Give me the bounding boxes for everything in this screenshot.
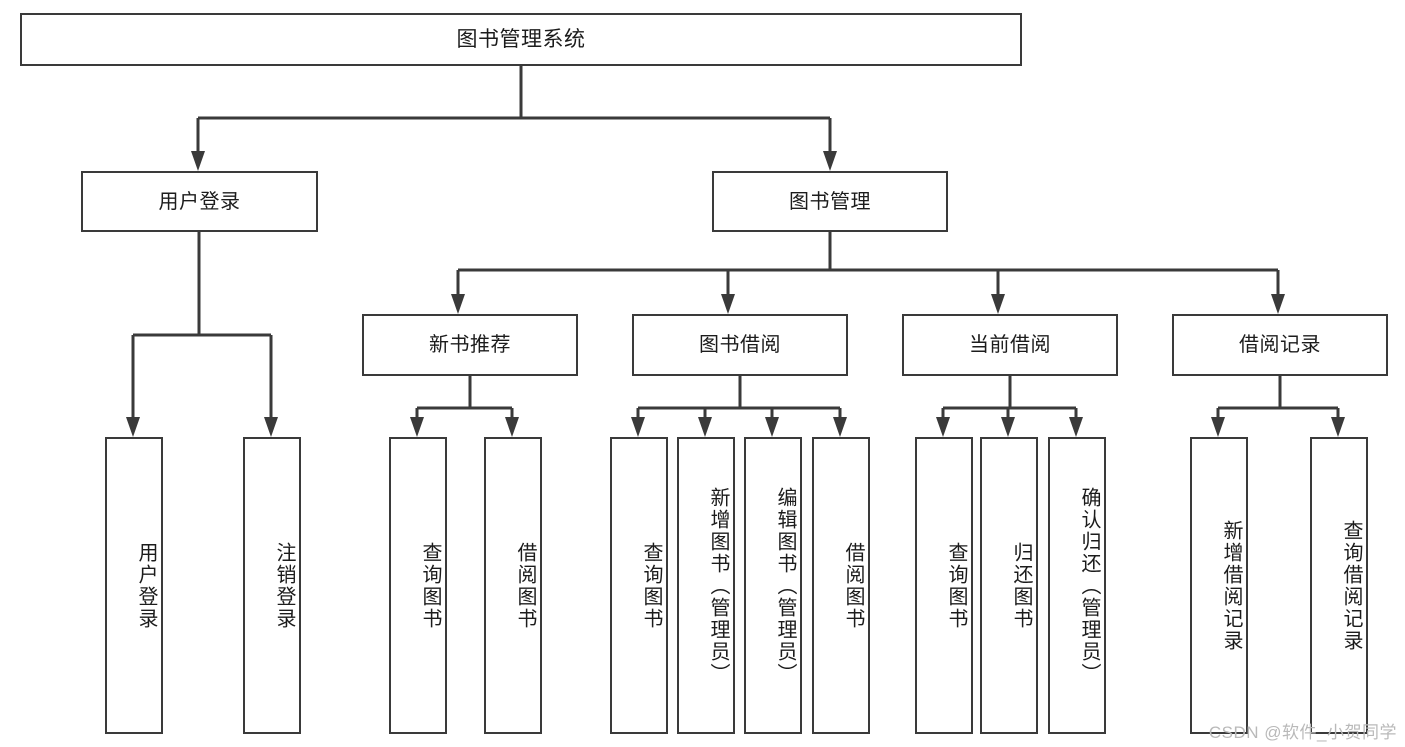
node-root[interactable]: 图书管理系统	[20, 13, 1022, 66]
node-l3-book_borrow-label: 图书借阅	[699, 334, 781, 356]
bus_book_borrow-arrowhead-2	[765, 417, 779, 437]
bus_current_borrow-arrowhead-1	[1001, 417, 1015, 437]
node-l3-current_borrow-label: 当前借阅	[969, 334, 1051, 356]
node-leaf-leaf_user_logout[interactable]: 注销登录	[243, 437, 301, 734]
node-leaf-leaf_return_book[interactable]: 归还图书	[980, 437, 1038, 734]
bus_book_manage-arrowhead-0	[451, 294, 465, 314]
bus_user_login-arrowhead-0	[126, 417, 140, 437]
bus_borrow_record-arrowhead-1	[1331, 417, 1345, 437]
node-leaf-leaf_query_book_3-label: 查询图书	[945, 541, 967, 630]
node-leaf-leaf_user_login-label: 用户登录	[135, 541, 157, 630]
bus_new_book_rec-arrowhead-0	[410, 417, 424, 437]
node-l2-book_manage-label: 图书管理	[789, 190, 871, 213]
node-leaf-leaf_confirm_return-label: 确认归还（管理员）	[1078, 486, 1100, 685]
node-leaf-leaf_query_book_1[interactable]: 查询图书	[389, 437, 447, 734]
node-leaf-leaf_query_book_1-label: 查询图书	[419, 541, 441, 630]
node-l2-book_manage[interactable]: 图书管理	[712, 171, 948, 232]
node-leaf-leaf_add_book-label: 新增图书（管理员）	[707, 486, 729, 685]
node-leaf-leaf_borrow_book_2[interactable]: 借阅图书	[812, 437, 870, 734]
node-l2-user_login[interactable]: 用户登录	[81, 171, 318, 232]
node-leaf-leaf_borrow_book_2-label: 借阅图书	[842, 541, 864, 630]
node-l3-current_borrow[interactable]: 当前借阅	[902, 314, 1118, 376]
node-leaf-leaf_user_login[interactable]: 用户登录	[105, 437, 163, 734]
bus_root-arrowhead-1	[823, 151, 837, 171]
node-leaf-leaf_edit_book[interactable]: 编辑图书（管理员）	[744, 437, 802, 734]
node-leaf-leaf_query_record[interactable]: 查询借阅记录	[1310, 437, 1368, 734]
node-leaf-leaf_borrow_book_1[interactable]: 借阅图书	[484, 437, 542, 734]
bus_book_manage-arrowhead-2	[991, 294, 1005, 314]
node-leaf-leaf_query_book_2[interactable]: 查询图书	[610, 437, 668, 734]
node-l3-new_book_rec-label: 新书推荐	[429, 334, 511, 356]
node-leaf-leaf_query_book_3[interactable]: 查询图书	[915, 437, 973, 734]
node-leaf-leaf_confirm_return[interactable]: 确认归还（管理员）	[1048, 437, 1106, 734]
node-leaf-leaf_borrow_book_1-label: 借阅图书	[514, 541, 536, 630]
node-leaf-leaf_add_record[interactable]: 新增借阅记录	[1190, 437, 1248, 734]
bus_new_book_rec-arrowhead-1	[505, 417, 519, 437]
bus_user_login-arrowhead-1	[264, 417, 278, 437]
bus_current_borrow-arrowhead-2	[1069, 417, 1083, 437]
bus_book_manage-arrowhead-1	[721, 294, 735, 314]
node-root-label: 图书管理系统	[456, 27, 586, 51]
node-l3-borrow_record[interactable]: 借阅记录	[1172, 314, 1388, 376]
node-leaf-leaf_user_logout-label: 注销登录	[273, 541, 295, 630]
bus_root-arrowhead-0	[191, 151, 205, 171]
node-leaf-leaf_add_book[interactable]: 新增图书（管理员）	[677, 437, 735, 734]
bus_book_manage-arrowhead-3	[1271, 294, 1285, 314]
node-leaf-leaf_return_book-label: 归还图书	[1010, 541, 1032, 630]
node-leaf-leaf_query_book_2-label: 查询图书	[640, 541, 662, 630]
node-l3-new_book_rec[interactable]: 新书推荐	[362, 314, 578, 376]
node-leaf-leaf_query_record-label: 查询借阅记录	[1340, 519, 1362, 652]
bus_book_borrow-arrowhead-3	[833, 417, 847, 437]
bus_book_borrow-arrowhead-1	[698, 417, 712, 437]
node-l3-book_borrow[interactable]: 图书借阅	[632, 314, 848, 376]
bus_book_borrow-arrowhead-0	[631, 417, 645, 437]
bus_current_borrow-arrowhead-0	[936, 417, 950, 437]
node-leaf-leaf_edit_book-label: 编辑图书（管理员）	[774, 486, 796, 685]
bus_borrow_record-arrowhead-0	[1211, 417, 1225, 437]
node-l2-user_login-label: 用户登录	[158, 190, 241, 213]
node-l3-borrow_record-label: 借阅记录	[1239, 334, 1321, 356]
node-leaf-leaf_add_record-label: 新增借阅记录	[1220, 519, 1242, 652]
